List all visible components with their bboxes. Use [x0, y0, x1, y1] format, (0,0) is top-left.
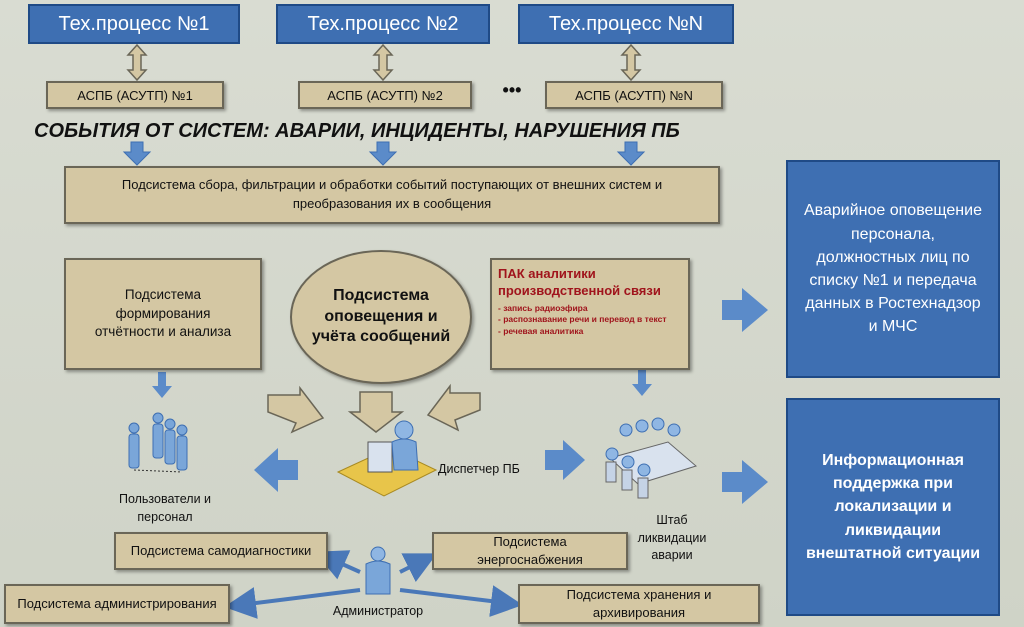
process-box-1: Тех.процесс №1 [28, 4, 240, 44]
double-arrow-icon [126, 43, 642, 82]
collection-subsystem-box: Подсистема сбора, фильтрации и обработки… [64, 166, 720, 224]
aspb-box-n: АСПБ (АСУТП) №N [545, 81, 723, 109]
pak-analytics-box: ПАК аналитики производственной связи - з… [490, 258, 690, 370]
down-arrow-icon [122, 141, 646, 166]
block-arrow-icon [267, 383, 481, 434]
ellipsis: ••• [502, 80, 522, 100]
emergency-notice-box: Аварийное оповещение персонала, должност… [786, 160, 1000, 378]
aspb-box-2: АСПБ (АСУТП) №2 [298, 81, 472, 109]
administrator-icon [365, 546, 391, 595]
reporting-subsystem-box: Подсистема формирования отчётности и ана… [64, 258, 262, 370]
dispatcher-label: Диспетчер ПБ [438, 462, 520, 476]
pak-title: ПАК аналитики производственной связи [498, 266, 661, 298]
hq-label: Штаб ликвидации аварии [637, 513, 707, 562]
right-arrow-icon [545, 288, 768, 504]
pak-item: - речевая аналитика [498, 325, 584, 336]
administration-box: Подсистема администрирования [4, 584, 230, 624]
users-label: Пользователи и персонал [118, 492, 212, 525]
info-support-box: Информационная поддержка при локализации… [786, 398, 1000, 616]
down-arrow-icon [152, 370, 652, 398]
admin-arrows [224, 550, 523, 619]
power-supply-box: Подсистема энергоснабжения [432, 532, 628, 570]
process-box-2: Тех.процесс №2 [276, 4, 490, 44]
pak-item: - распознавание речи и перевод в текст [498, 314, 667, 325]
events-title: СОБЫТИЯ ОТ СИСТЕМ: АВАРИИ, ИНЦИДЕНТЫ, НА… [34, 120, 680, 142]
headquarters-icon [605, 417, 698, 499]
storage-archiving-box: Подсистема хранения и архивирования [518, 584, 760, 624]
process-box-n: Тех.процесс №N [518, 4, 734, 44]
left-arrow-icon [254, 448, 298, 492]
notification-subsystem-ellipse: Подсистема оповещения и учёта сообщений [290, 250, 472, 384]
aspb-box-1: АСПБ (АСУТП) №1 [46, 81, 224, 109]
dispatcher-icon [336, 420, 438, 497]
administrator-label: Администратор [332, 604, 424, 618]
pak-item: - запись радиоэфира [498, 302, 588, 313]
self-diagnostics-box: Подсистема самодиагностики [114, 532, 328, 570]
users-icon [128, 412, 188, 473]
